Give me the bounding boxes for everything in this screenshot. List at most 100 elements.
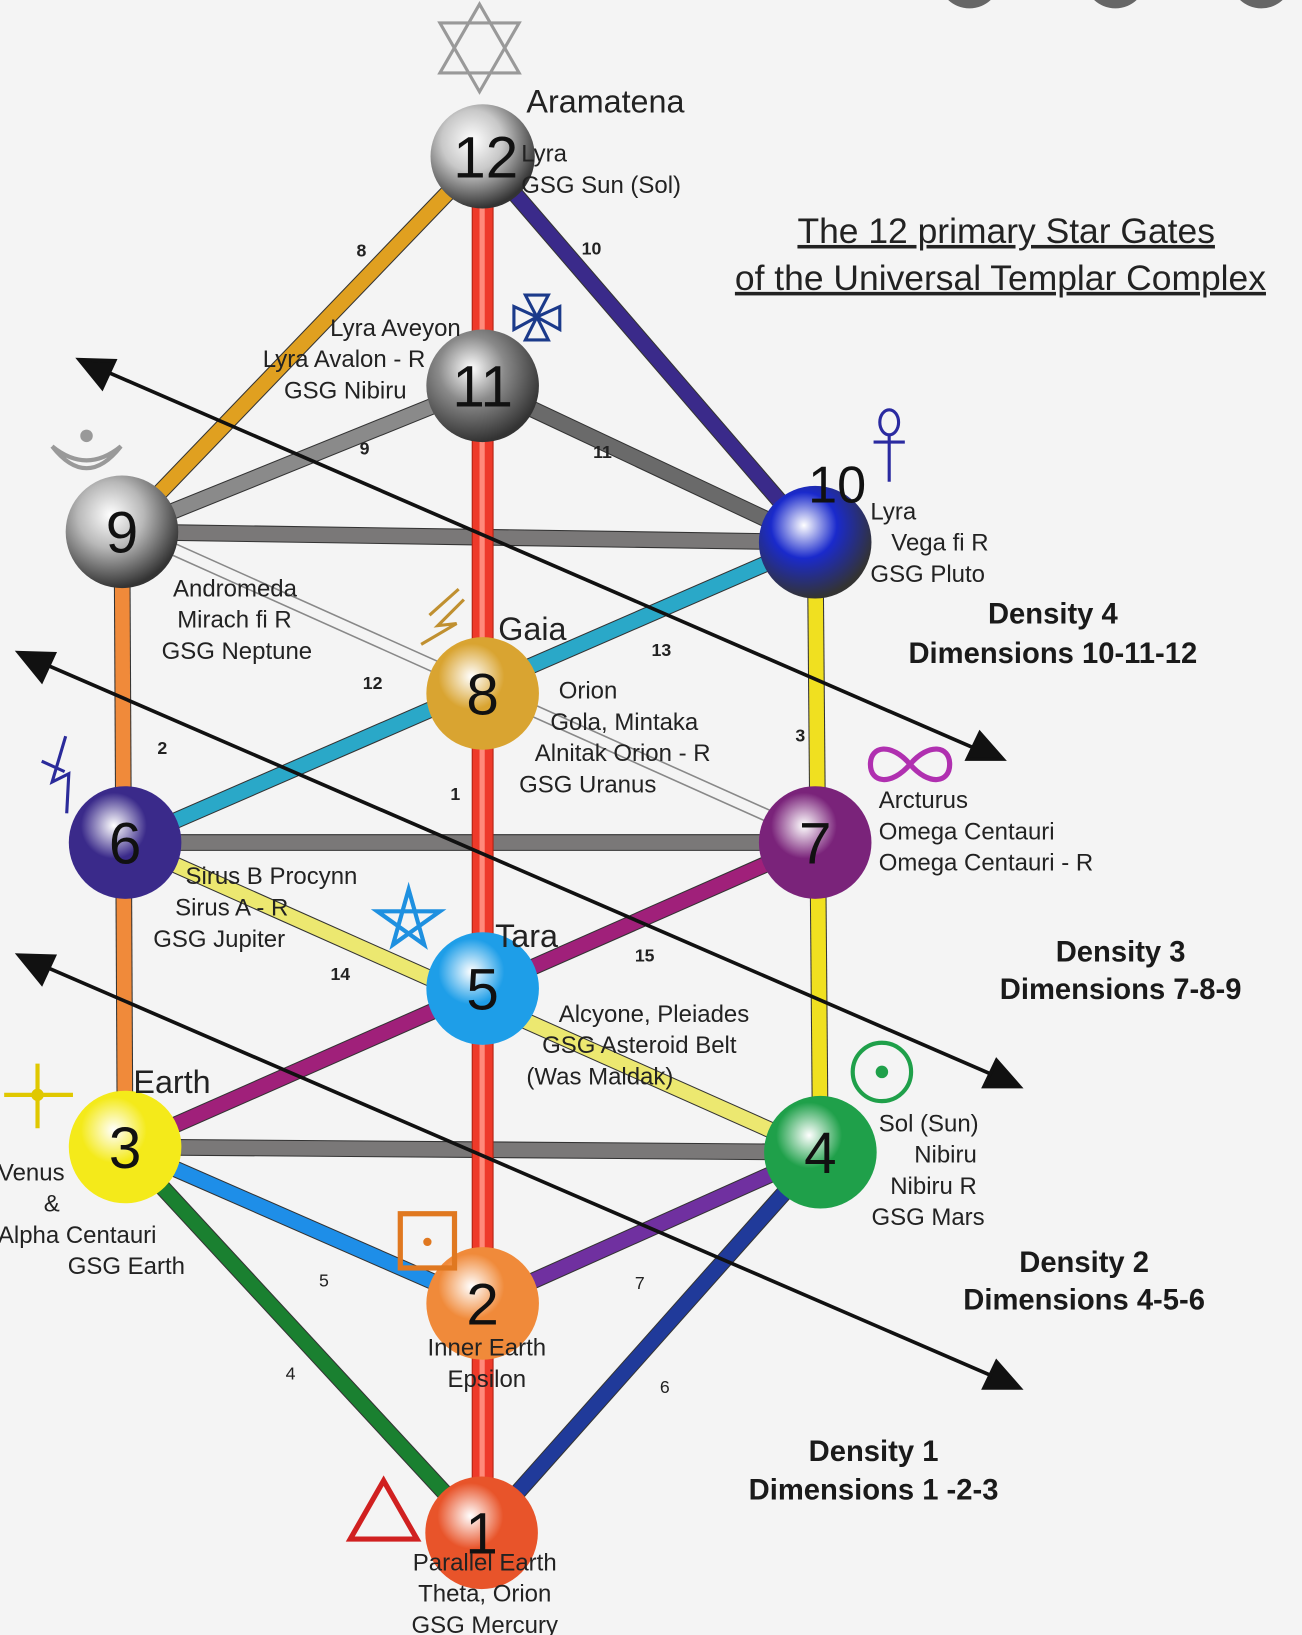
gate-9-number: 9 [106, 501, 138, 566]
density-name: Density 4 [988, 599, 1119, 631]
blue-glyph-icon [41, 735, 71, 814]
gate-4-label: Sol (Sun) [879, 1110, 979, 1137]
lightning-icon [420, 587, 465, 646]
gate-8-label: GSG Uranus [519, 771, 656, 798]
path-number: 3 [795, 725, 805, 745]
path-12-9 [116, 151, 488, 537]
density-dims: Dimensions 10-11-12 [908, 638, 1197, 670]
path-number: 4 [286, 1364, 296, 1384]
gate-1-label: GSG Mercury [411, 1612, 557, 1635]
gate-10-number: 10 [808, 457, 866, 515]
gate-4-label: GSG Mars [871, 1204, 984, 1231]
gate-2-label: Inner Earth [428, 1335, 547, 1362]
gate-4-node [764, 1095, 877, 1209]
gate-3-label: & [44, 1191, 60, 1218]
crescent-moon-icon [50, 429, 123, 471]
yellow-cross-icon [4, 1063, 73, 1129]
arrow-head [14, 650, 58, 685]
square-dot-icon [397, 1211, 458, 1271]
gate-3-number: 3 [109, 1116, 141, 1181]
gate-12-number: 12 [453, 125, 518, 190]
gate-4-label: Nibiru [914, 1142, 977, 1169]
gate-12-node [430, 104, 535, 209]
arrow-head [981, 1057, 1024, 1089]
diagram-title: The 12 primary Star Gates [797, 211, 1214, 251]
density-name: Density 1 [809, 1436, 939, 1468]
diagram-subtitle: of the Universal Templar Complex [735, 258, 1266, 298]
overlay-button[interactable] [1084, 0, 1147, 9]
gate-12-label: Lyra [521, 141, 567, 168]
density-name: Density 3 [1056, 936, 1186, 968]
gate-8-label: Gola, Mintaka [550, 709, 699, 736]
density-dims: Dimensions 7-8-9 [1000, 974, 1242, 1006]
path-number: 14 [330, 964, 350, 984]
gate-6-label: Sirus B Procynn [186, 863, 358, 890]
gate-8-number: 8 [466, 662, 498, 727]
connection-paths [113, 150, 829, 1539]
infinity-icon [867, 746, 953, 783]
gate-4-label: Nibiru R [890, 1173, 977, 1200]
gate-4-number: 4 [804, 1121, 836, 1186]
star-of-david-icon [437, 1, 522, 95]
gate-5-label: GSG Asteroid Belt [542, 1032, 737, 1059]
gate-6-label: Sirus A - R [175, 895, 288, 922]
path-number: 6 [660, 1377, 670, 1397]
density-dims: Dimensions 4-5-6 [963, 1285, 1205, 1317]
gate-7-node [758, 786, 872, 899]
gate-1-label: Parallel Earth [413, 1549, 557, 1576]
gate-8-node [426, 637, 539, 750]
gate-9-label: Mirach fi R [177, 607, 292, 634]
gate-5-label: Alcyone, Pleiades [559, 1001, 750, 1028]
gate-12-name: Aramatena [526, 84, 684, 120]
gate-3-label: Alpha Centauri [0, 1222, 156, 1249]
gate-3-label: GSG Earth [68, 1253, 185, 1280]
gate-7-label: Omega Centauri [879, 818, 1055, 845]
arrow-line [95, 365, 986, 755]
gate-9-label: GSG Neptune [162, 638, 313, 665]
overlay-button[interactable] [938, 0, 1001, 9]
gate-8-label: Alnitak Orion - R [535, 740, 711, 767]
path-number: 1 [450, 784, 460, 804]
path-number: 5 [319, 1271, 329, 1291]
arrow-line [34, 658, 1004, 1081]
path-numbers: 1 2 3 4 5 6 7 8 9 10 11 12 13 14 15 [157, 238, 805, 1397]
gate-3-node [68, 1090, 182, 1204]
sun-circle-icon [850, 1040, 914, 1104]
pentagram-icon [370, 881, 447, 950]
gate-6-number: 6 [109, 811, 141, 876]
gate-5-number: 5 [466, 957, 498, 1022]
gate-5-node [426, 932, 539, 1045]
arrow-head [964, 729, 1007, 761]
gate-5-name: Tara [495, 918, 558, 954]
gate-5-label: (Was Maldak) [526, 1063, 673, 1090]
path-number: 15 [635, 945, 655, 965]
node-labels: Aramatena Lyra GSG Sun (Sol) Lyra Aveyon… [0, 84, 1093, 1635]
triangle-icon [345, 1475, 422, 1542]
gate-9-node [65, 475, 179, 589]
path-number: 11 [593, 442, 612, 462]
gate-8-label: Orion [559, 678, 618, 705]
gate-7-label: Omega Centauri - R [879, 850, 1093, 877]
overlay-button[interactable] [1230, 0, 1293, 9]
ankh-icon [873, 408, 905, 482]
path-number: 8 [357, 241, 367, 261]
gate-7-label: Arcturus [879, 787, 968, 814]
gate-6-node [68, 786, 182, 899]
path-number: 12 [363, 673, 383, 693]
path-3-2 [122, 1140, 486, 1311]
gate-12-label: GSG Sun (Sol) [521, 172, 681, 199]
gate-3-label: Venus [0, 1159, 65, 1186]
arrow-head [75, 357, 118, 392]
gate-1-node [425, 1476, 538, 1590]
gate-10-label: GSG Pluto [870, 561, 985, 588]
gate-11-node [426, 329, 539, 443]
density-arrows [14, 357, 1024, 1390]
gate-11-label: Lyra Aveyon [330, 315, 461, 342]
gate-6-label: GSG Jupiter [153, 926, 285, 953]
gate-10-label: Lyra [870, 498, 916, 525]
gate-11-label: GSG Nibiru [284, 377, 407, 404]
path-number: 9 [360, 439, 370, 459]
cross-pattee-icon [512, 293, 562, 342]
